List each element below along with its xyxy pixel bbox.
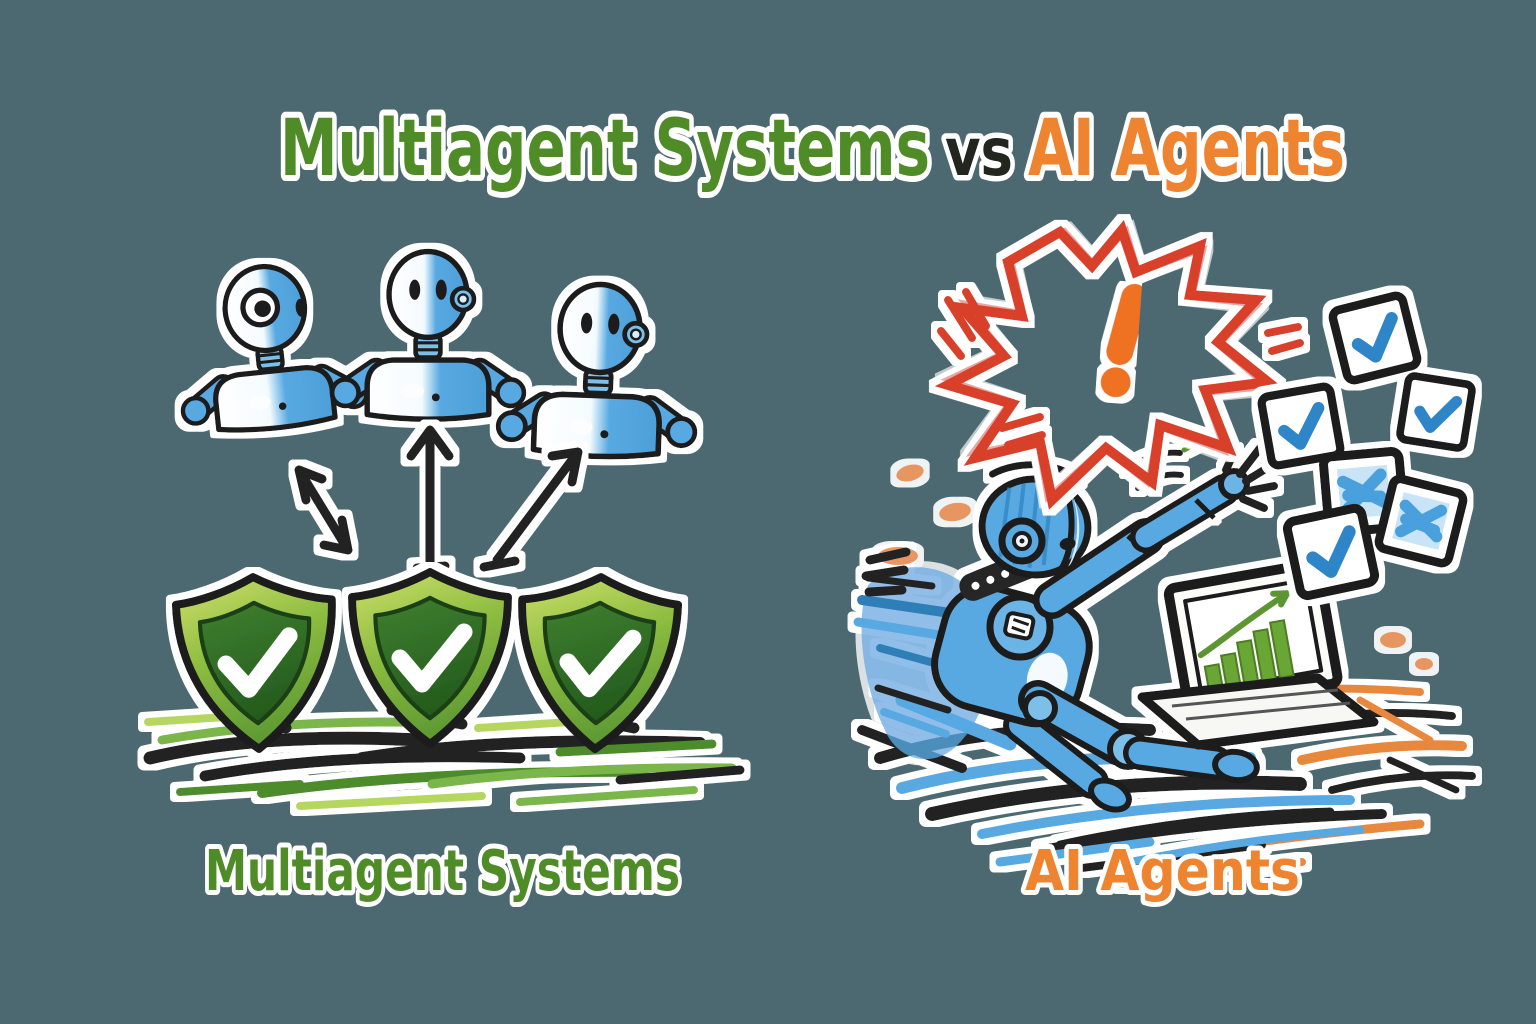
right-caption: AI Agents (1025, 839, 1300, 904)
bar-chart-icon (1197, 590, 1295, 692)
shield-row (143, 572, 745, 810)
overwhelmed-robot-area (853, 442, 1476, 888)
checkbox-checked-card-icon (1331, 294, 1419, 382)
title-left-part: Multiagent Systems (280, 104, 930, 194)
left-caption: Multiagent Systems (205, 839, 680, 904)
headphone-icon (998, 517, 1046, 565)
checkbox-checked-card-icon (1399, 375, 1473, 449)
page-title: Multiagent Systems vs AI Agents (274, 98, 1351, 200)
title-right-part: AI Agents (1028, 104, 1345, 194)
up-arrow-icon (406, 425, 454, 573)
shoulder-joint (986, 593, 1054, 661)
exclamation-icon (1100, 283, 1149, 398)
up-arrow-icon (479, 447, 583, 572)
checkbox-crossed-card-icon (1377, 477, 1465, 565)
open-hand-icon (1222, 444, 1278, 512)
overwhelmed-robot-icon (931, 461, 1260, 813)
up-arrows (294, 425, 583, 573)
laptop-chart-icon (1137, 558, 1379, 750)
title-separator: vs (945, 114, 1013, 191)
alert-burst-icon (934, 219, 1304, 510)
spark-dash-icon (937, 288, 1304, 449)
reaching-arm (1033, 444, 1278, 619)
checkbox-checked-card-icon (1286, 507, 1376, 597)
ai-agent-scene: AI Agents (853, 219, 1476, 909)
ground-scribble-icon (1055, 807, 1335, 850)
up-arrow-icon (294, 465, 353, 555)
multiagent-scene: Multiagent Systems (143, 252, 745, 909)
ground-scribble-icon (1126, 826, 1364, 866)
robot-team (180, 252, 700, 460)
